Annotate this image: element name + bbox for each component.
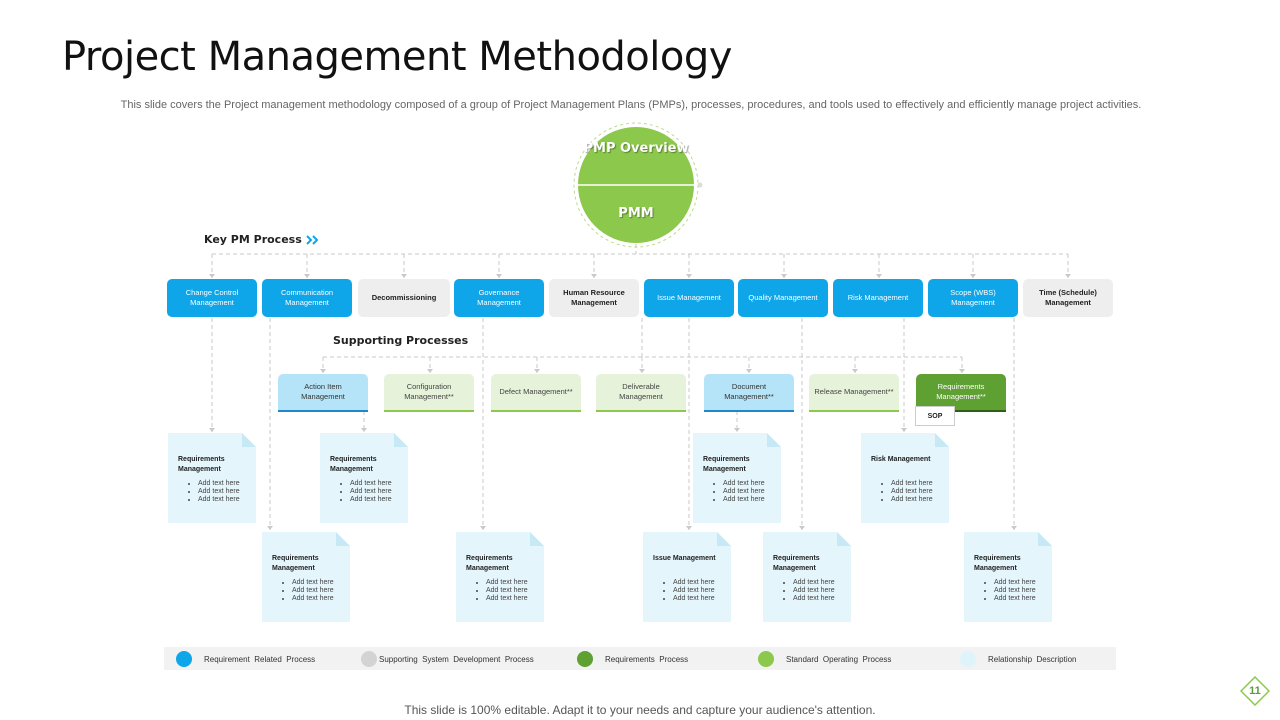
process-risk: Risk Management — [833, 279, 923, 317]
card-4: Risk Management Add text hereAdd text he… — [861, 433, 949, 523]
footer-note: This slide is 100% editable. Adapt it to… — [404, 703, 876, 717]
pmp-overview-label: PMP Overview — [583, 141, 689, 156]
card-2: Requirements Management Add text hereAdd… — [320, 433, 408, 523]
legend-item: Requirements Process — [577, 651, 688, 667]
support-defect: Defect Management** — [491, 374, 581, 412]
page-subtitle: This slide covers the Project management… — [120, 99, 1142, 111]
card-shape — [262, 532, 350, 622]
card-shape — [693, 433, 781, 523]
legend-item: Requirement Related Process — [176, 651, 315, 667]
pmp-circle — [573, 122, 703, 248]
process-time: Time (Schedule) Management — [1023, 279, 1113, 317]
legend-item: Standard Operating Process — [758, 651, 891, 667]
legend-label: Requirement Related Process — [204, 654, 316, 664]
card-bullets: Add text hereAdd text hereAdd text here — [330, 480, 392, 504]
card-title: Requirements Management — [773, 555, 820, 572]
legend — [164, 647, 1116, 670]
card-8: Requirements Management Add text hereAdd… — [763, 532, 851, 622]
page-title: Project Management Methodology — [62, 34, 732, 80]
process-human-resource: Human Resource Management — [549, 279, 639, 317]
card-shape — [643, 532, 731, 622]
process-issue: Issue Management — [644, 279, 734, 317]
support-requirements: Requirements Management** — [916, 374, 1006, 412]
support-action-item: Action Item Management — [278, 374, 368, 412]
process-decommissioning: Decommissioning — [358, 279, 450, 317]
process-change-control: Change Control Management — [167, 279, 257, 317]
legend-dot — [577, 651, 593, 667]
card-title: Requirements Management — [466, 555, 513, 572]
card-9: Requirements Management Add text hereAdd… — [964, 532, 1052, 622]
card-shape — [861, 433, 949, 523]
diamond-icon — [1239, 675, 1271, 707]
page-number-badge: 11 — [1239, 675, 1271, 707]
process-communication: Communication Management — [262, 279, 352, 317]
card-bullets: Add text hereAdd text hereAdd text here — [178, 480, 240, 504]
card-shape — [320, 433, 408, 523]
card-bullets: Add text hereAdd text hereAdd text here — [974, 579, 1036, 603]
support-release: Release Management** — [809, 374, 899, 412]
card-5: Requirements Management Add text hereAdd… — [262, 532, 350, 622]
process-governance: Governance Management — [454, 279, 544, 317]
card-bullets: Add text hereAdd text hereAdd text here — [466, 579, 528, 603]
double-chevron-right-icon — [306, 235, 319, 245]
card-bullets: Add text hereAdd text hereAdd text here — [773, 579, 835, 603]
card-bullets: Add text hereAdd text hereAdd text here — [272, 579, 334, 603]
sop-tag: SOP — [915, 406, 955, 426]
card-1: Requirements Management Add text hereAdd… — [168, 433, 256, 523]
card-7: Issue Management Add text hereAdd text h… — [643, 532, 731, 622]
legend-item: Supporting System Development Process — [361, 651, 534, 667]
legend-dot — [176, 651, 192, 667]
pmm-label: PMM — [618, 206, 654, 221]
card-bullets: Add text hereAdd text hereAdd text here — [871, 480, 933, 504]
card-shape — [964, 532, 1052, 622]
process-scope: Scope (WBS) Management — [928, 279, 1018, 317]
card-6: Requirements Management Add text hereAdd… — [456, 532, 544, 622]
card-title: Requirements Management — [974, 555, 1021, 572]
card-title: Risk Management — [871, 456, 931, 463]
legend-label: Standard Operating Process — [786, 654, 892, 664]
legend-dot — [960, 651, 976, 667]
support-document: Document Management** — [704, 374, 794, 412]
process-quality: Quality Management — [738, 279, 828, 317]
legend-label: Requirements Process — [605, 654, 689, 664]
card-title: Issue Management — [653, 555, 716, 562]
support-deliverable: Deliverable Management — [596, 374, 686, 412]
support-configuration: Configuration Management** — [384, 374, 474, 412]
legend-item: Relationship Description — [960, 651, 1077, 667]
supporting-processes-label: Supporting Processes — [333, 334, 469, 347]
card-title: Requirements Management — [330, 456, 377, 473]
legend-dot — [361, 651, 377, 667]
card-3: Requirements Management Add text hereAdd… — [693, 433, 781, 523]
card-bullets: Add text hereAdd text hereAdd text here — [703, 480, 765, 504]
legend-dot — [758, 651, 774, 667]
card-title: Requirements Management — [703, 456, 750, 473]
card-shape — [168, 433, 256, 523]
card-title: Requirements Management — [272, 555, 319, 572]
card-title: Requirements Management — [178, 456, 225, 473]
legend-label: Supporting System Development Process — [379, 654, 534, 664]
page-number: 11 — [1249, 685, 1261, 697]
card-bullets: Add text hereAdd text hereAdd text here — [653, 579, 715, 603]
card-shape — [456, 532, 544, 622]
legend-label: Relationship Description — [988, 654, 1077, 664]
card-shape — [763, 532, 851, 622]
key-pm-process-label: Key PM Process — [204, 233, 302, 246]
